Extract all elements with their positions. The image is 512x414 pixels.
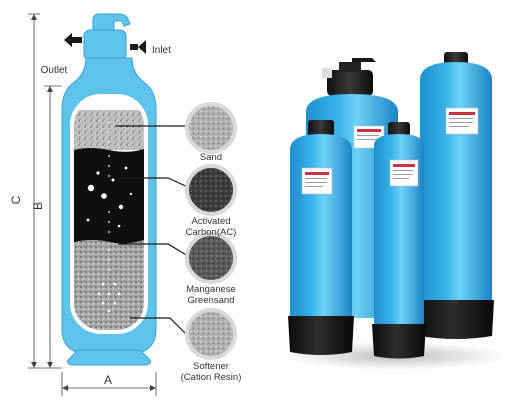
dimension-b-label: B <box>31 202 45 210</box>
tank-tall-back <box>418 52 494 339</box>
media-samples <box>185 102 237 360</box>
sample-label-greensand-1: Manganese <box>186 284 236 295</box>
layer-carbon <box>74 148 144 244</box>
sample-sand <box>185 102 237 154</box>
diagram-media-layers <box>74 98 144 330</box>
sample-label-carbon-2: Carbon(AC) <box>186 227 237 238</box>
tank-front-small <box>372 122 426 359</box>
sample-label-sand: Sand <box>200 152 222 163</box>
sample-label-resin-1: Softener <box>193 361 229 372</box>
inlet-label: Inlet <box>152 45 171 56</box>
bubbles <box>86 166 133 228</box>
dimension-lines <box>28 13 157 396</box>
dimension-arrowheads <box>31 14 156 391</box>
sample-label-resin-2: (Cation Resin) <box>181 372 242 383</box>
layer-greensand <box>74 240 144 330</box>
inlet-arrow <box>130 40 146 54</box>
leader-lines <box>116 125 196 335</box>
dimension-c-label: C <box>9 195 23 204</box>
layer-sand <box>74 110 144 150</box>
outlet-arrow <box>64 33 82 47</box>
sample-greensand <box>185 232 237 284</box>
sample-resin <box>185 308 237 360</box>
sample-carbon <box>185 164 237 216</box>
outlet-label: Outlet <box>41 65 68 76</box>
dimension-a-label: A <box>104 373 112 387</box>
tank-front-left <box>288 120 354 355</box>
flow-dots <box>97 121 121 313</box>
sample-label-carbon-1: Activated <box>191 216 230 227</box>
sample-label-greensand-2: Greensand <box>187 295 234 306</box>
